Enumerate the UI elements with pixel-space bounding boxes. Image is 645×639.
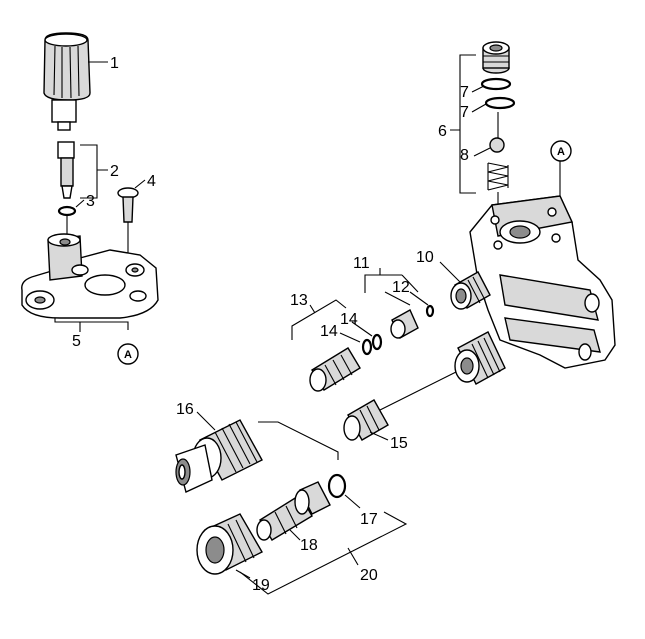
part-15-nipple xyxy=(343,399,389,441)
marker-a-left-circle xyxy=(117,343,139,365)
callout-7a: 7 xyxy=(460,84,469,101)
bracket-6 xyxy=(450,54,476,194)
callout-7b: 7 xyxy=(460,104,469,121)
marker-a-left: A xyxy=(124,349,132,361)
marker-a-right-circle xyxy=(550,140,572,162)
leader-14b xyxy=(351,321,373,337)
bracket-13 xyxy=(291,299,347,340)
leader-18 xyxy=(289,529,301,541)
callout-3: 3 xyxy=(86,193,95,210)
part-7-oring-top xyxy=(480,77,512,91)
part-12-small-ring xyxy=(425,304,435,318)
leader-4 xyxy=(134,179,146,189)
leader-12 xyxy=(409,291,429,306)
part-18-hose-nipple xyxy=(256,481,331,541)
callout-10: 10 xyxy=(416,249,434,266)
guide-11 xyxy=(384,291,411,306)
leader-3 xyxy=(75,199,85,208)
leader-16 xyxy=(196,411,216,431)
marker-a-right: A xyxy=(557,146,565,158)
part-10-inlet-fitting xyxy=(450,271,491,310)
callout-6: 6 xyxy=(438,123,447,140)
callout-12: 12 xyxy=(392,279,410,296)
part-14-oring-a xyxy=(361,338,373,356)
bracket-16 xyxy=(258,421,339,460)
bracket-2 xyxy=(80,144,108,199)
leader-7b xyxy=(471,103,487,113)
callout-11: 11 xyxy=(353,255,370,272)
callout-18: 18 xyxy=(300,537,318,554)
pump-head-body xyxy=(469,195,616,369)
callout-2: 2 xyxy=(110,163,119,180)
part-16-coupling xyxy=(175,419,263,493)
bracket-5 xyxy=(54,318,129,332)
part-7-oring-bottom xyxy=(484,96,516,110)
part-14-oring-b xyxy=(371,333,383,351)
callout-1: 1 xyxy=(110,55,119,72)
callout-16: 16 xyxy=(176,401,194,418)
callout-13: 13 xyxy=(290,292,308,309)
callout-15: 15 xyxy=(390,435,408,452)
part-12-valve xyxy=(390,309,419,339)
callout-14b: 14 xyxy=(340,311,358,328)
part-1-knob xyxy=(43,32,91,131)
part-6-spring xyxy=(487,162,509,191)
leader-7a xyxy=(471,85,485,93)
leader-14a xyxy=(339,332,361,343)
leader-17 xyxy=(344,494,361,509)
part-8-ball xyxy=(489,137,505,153)
part-3-oring xyxy=(57,205,77,217)
callout-14a: 14 xyxy=(320,323,338,340)
leader-15 xyxy=(369,431,389,441)
part-6-plug xyxy=(482,41,510,74)
callout-20: 20 xyxy=(360,567,378,584)
callout-4: 4 xyxy=(147,173,156,190)
bracket-20 xyxy=(239,511,408,595)
part-19-union-nut xyxy=(196,513,263,575)
part-2-stem xyxy=(57,141,75,199)
guide-15 xyxy=(379,371,457,411)
part-13-valve-cartridge xyxy=(309,347,361,392)
outlet-thread xyxy=(454,331,506,385)
leader-8 xyxy=(473,147,491,157)
leader-10 xyxy=(439,261,461,283)
callout-8: 8 xyxy=(460,147,469,164)
callout-17: 17 xyxy=(360,511,378,528)
callout-19: 19 xyxy=(252,577,270,594)
callout-5: 5 xyxy=(72,333,81,350)
part-4-pin xyxy=(117,187,139,223)
part-5-cover xyxy=(21,233,159,319)
part-17-oring xyxy=(327,473,347,499)
bracket-11 xyxy=(364,268,419,293)
